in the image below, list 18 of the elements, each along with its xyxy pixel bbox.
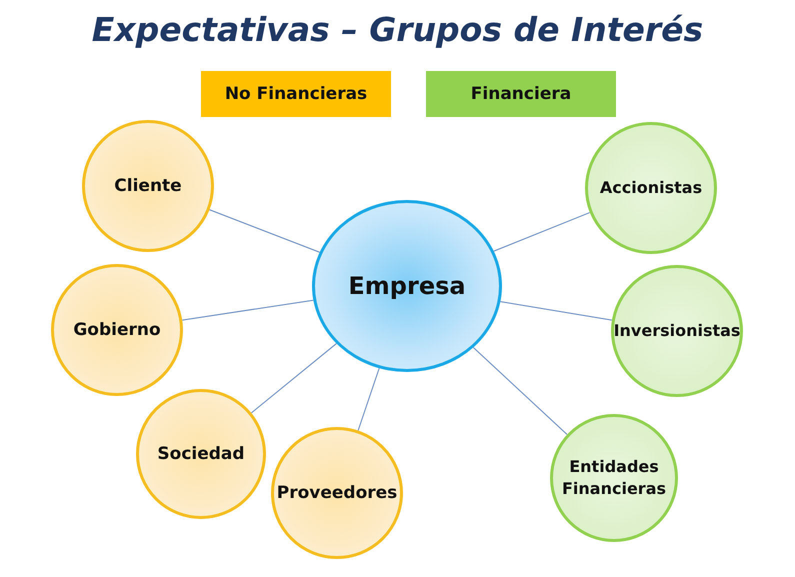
legend-label: Financiera: [470, 84, 572, 104]
node-label: Gobierno: [72, 318, 162, 342]
title: Expectativas – Grupos de Interés: [92, 10, 704, 49]
node-label: Sociedad: [156, 442, 246, 466]
node-label: Cliente: [113, 174, 183, 198]
connector-line: [472, 347, 568, 435]
node-label: Entidades Financieras: [560, 456, 668, 500]
connector-line: [250, 343, 337, 414]
node-label: Accionistas: [598, 177, 704, 199]
node-label: Empresa: [347, 270, 467, 302]
node-label: Inversionistas: [612, 320, 742, 342]
connector-line: [500, 301, 612, 321]
connector-line: [182, 300, 314, 321]
connector-line: [358, 368, 380, 431]
legend-label: No Financieras: [224, 84, 368, 104]
connector-line: [209, 209, 320, 253]
node-label: Proveedores: [276, 482, 398, 504]
connector-line: [493, 212, 590, 252]
